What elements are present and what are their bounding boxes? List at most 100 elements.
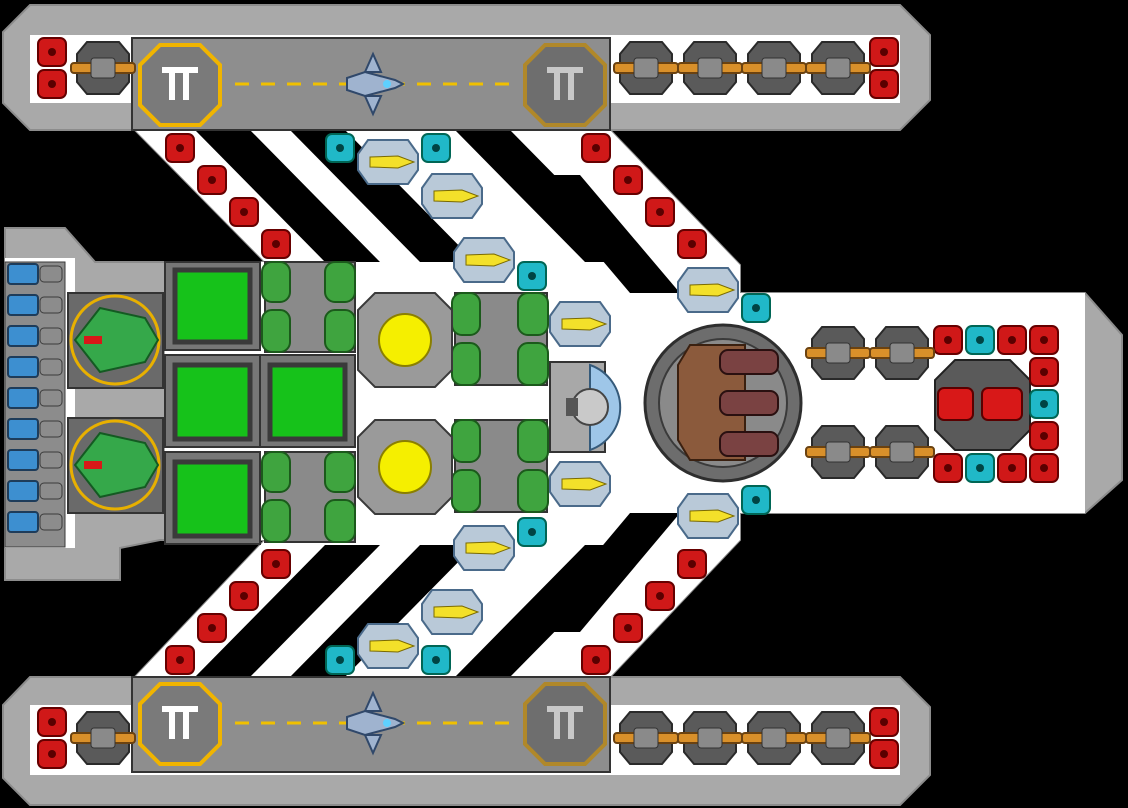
armor-block-icon [229,197,259,227]
armor-block-icon [1029,357,1059,387]
armor-block-icon [421,645,451,675]
armor-blocks [37,37,1059,769]
hangar-bay-bottom [131,676,611,773]
armor-block-icon [197,613,227,643]
point-defense-icon [677,493,739,539]
armor-block-icon [581,645,611,675]
engines [7,263,63,533]
armor-block-icon [933,325,963,355]
armor-block-icon [37,37,67,67]
point-defense-icon [453,237,515,283]
reactor-icon [267,362,348,442]
armor-block-icon [965,453,995,483]
reactors [164,261,356,545]
armor-block-icon [645,197,675,227]
shield-generator-icon [357,419,453,515]
autocannon-icon [70,711,136,765]
armor-block-icon [645,581,675,611]
armor-block-icon [421,133,451,163]
armor-block-icon [37,739,67,769]
thruster-icon [73,306,160,374]
engine-icon [7,418,63,440]
thruster-upper [67,292,164,389]
fuel-tank-icon [451,419,549,513]
armor-block-icon [37,69,67,99]
armor-block-icon [325,645,355,675]
armor-block-icon [261,549,291,579]
armor-block-icon [1029,325,1059,355]
autocannon-icon [805,425,871,479]
autocannon-icon [613,711,679,765]
point-defense-icon [549,301,611,347]
engine-icon [7,511,63,533]
thruster-lower [67,417,164,514]
autocannon-icon [869,326,935,380]
armor-block-icon [1029,389,1059,419]
armor-block-icon [197,165,227,195]
heavy-cannon-icon [643,323,803,483]
autocannon-icon [741,711,807,765]
armor-block-icon [965,325,995,355]
armor-block-icon [261,229,291,259]
engine-icon [7,356,63,378]
landing-pad-icon [523,43,607,127]
armor-block-icon [741,293,771,323]
armor-block-icon [997,325,1027,355]
fuel-tank-icon [261,261,356,353]
autocannon-icon [741,41,807,95]
engine-icon [7,263,63,285]
fighter-craft-icon [346,51,406,117]
autocannons [70,41,935,765]
landing-pad-icon [523,682,607,766]
point-defense-icon [357,623,419,669]
armor-block-icon [613,165,643,195]
autocannon-icon [677,41,743,95]
engine-icon [7,449,63,471]
point-defense-icon [421,173,483,219]
point-defense-icon [421,589,483,635]
armor-block-icon [933,453,963,483]
armor-block-icon [325,133,355,163]
fighter-craft-icon [346,690,406,756]
point-defense-icon [677,267,739,313]
engine-icon [7,387,63,409]
armor-block-icon [741,485,771,515]
point-defense-icon [453,525,515,571]
landing-pad-icon [138,682,222,766]
autocannon-icon [677,711,743,765]
point-defense-turrets [357,139,739,669]
armor-block-icon [869,37,899,67]
armor-block-icon [869,707,899,737]
engine-icon [7,480,63,502]
hangar-bay-top [131,37,611,131]
armor-block-icon [1029,453,1059,483]
reactor-icon [172,267,253,345]
fuel-tank-icon [451,292,549,386]
thruster-icon [73,431,160,499]
red-generator-icon [934,359,1031,451]
point-defense-icon [357,139,419,185]
fuel-tanks [261,261,549,543]
engine-icon [7,294,63,316]
autocannon-icon [805,41,871,95]
landing-pad-icon [138,43,222,127]
autocannon-icon [805,326,871,380]
autocannon-icon [613,41,679,95]
armor-block-icon [517,261,547,291]
armor-block-icon [997,453,1027,483]
armor-block-icon [229,581,259,611]
armor-block-icon [165,645,195,675]
reactor-icon [172,459,253,539]
armor-block-icon [581,133,611,163]
armor-block-icon [677,549,707,579]
armor-block-icon [869,69,899,99]
armor-block-icon [517,517,547,547]
point-defense-icon [549,461,611,507]
armor-block-icon [1029,421,1059,451]
armor-block-icon [37,707,67,737]
armor-block-icon [165,133,195,163]
command-bridge-icon [549,361,622,453]
autocannon-icon [869,425,935,479]
armor-block-icon [869,739,899,769]
